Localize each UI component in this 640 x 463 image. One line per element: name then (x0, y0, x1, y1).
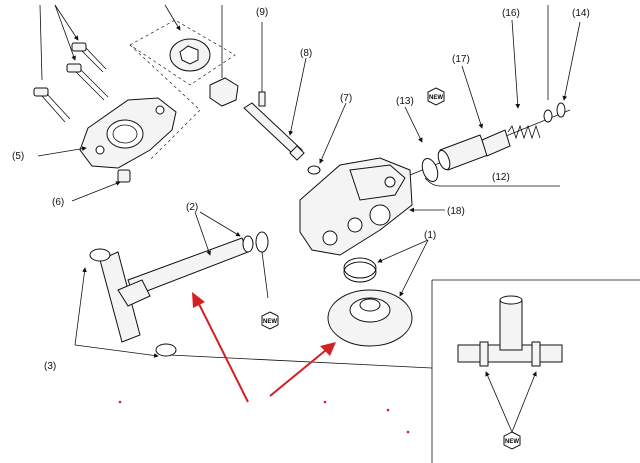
red-annotation-arrows (118, 292, 410, 434)
flange-part-5 (79, 97, 177, 169)
shaft-part-8 (243, 57, 307, 161)
label-17: (17) (452, 54, 470, 65)
new-symbol: NEW (427, 87, 445, 106)
detail-inset (431, 279, 640, 463)
label-2: (2) (186, 202, 198, 213)
relief-valve-parts-12 (404, 5, 581, 187)
label-9: (9) (256, 7, 268, 18)
label-13: (13) (396, 96, 414, 107)
label-8: (8) (300, 48, 312, 59)
label-3: (3) (44, 361, 56, 372)
o-ring-part-7 (307, 102, 347, 175)
strainer-part-1 (327, 239, 429, 347)
pin-part-9 (258, 22, 266, 107)
label-7: (7) (340, 93, 352, 104)
label-6: (6) (52, 197, 64, 208)
tee-pipe-part-3 (74, 248, 177, 358)
label-14: (14) (572, 8, 590, 19)
label-5: (5) (12, 151, 24, 162)
new-symbol: NEW (261, 311, 279, 330)
pipe-part-2 (127, 211, 269, 299)
coupling-part (209, 5, 239, 107)
red-arrow (197, 301, 249, 403)
callout-labels: (1) (2) (3) (5) (6) (7) (8) (9) (12) (13… (12, 7, 590, 372)
label-12: (12) (492, 172, 510, 183)
pump-body-part-18 (299, 157, 445, 256)
new-symbol-text: NEW (263, 319, 277, 325)
new-symbol: NEW (503, 431, 521, 450)
new-symbol-text: NEW (429, 95, 443, 101)
red-arrow (269, 349, 327, 397)
bolts (33, 4, 109, 123)
new-symbol-text: NEW (505, 439, 519, 445)
rotor-part (129, 4, 236, 86)
label-18: (18) (447, 206, 465, 217)
label-1: (1) (424, 230, 436, 241)
label-16: (16) (502, 8, 520, 19)
